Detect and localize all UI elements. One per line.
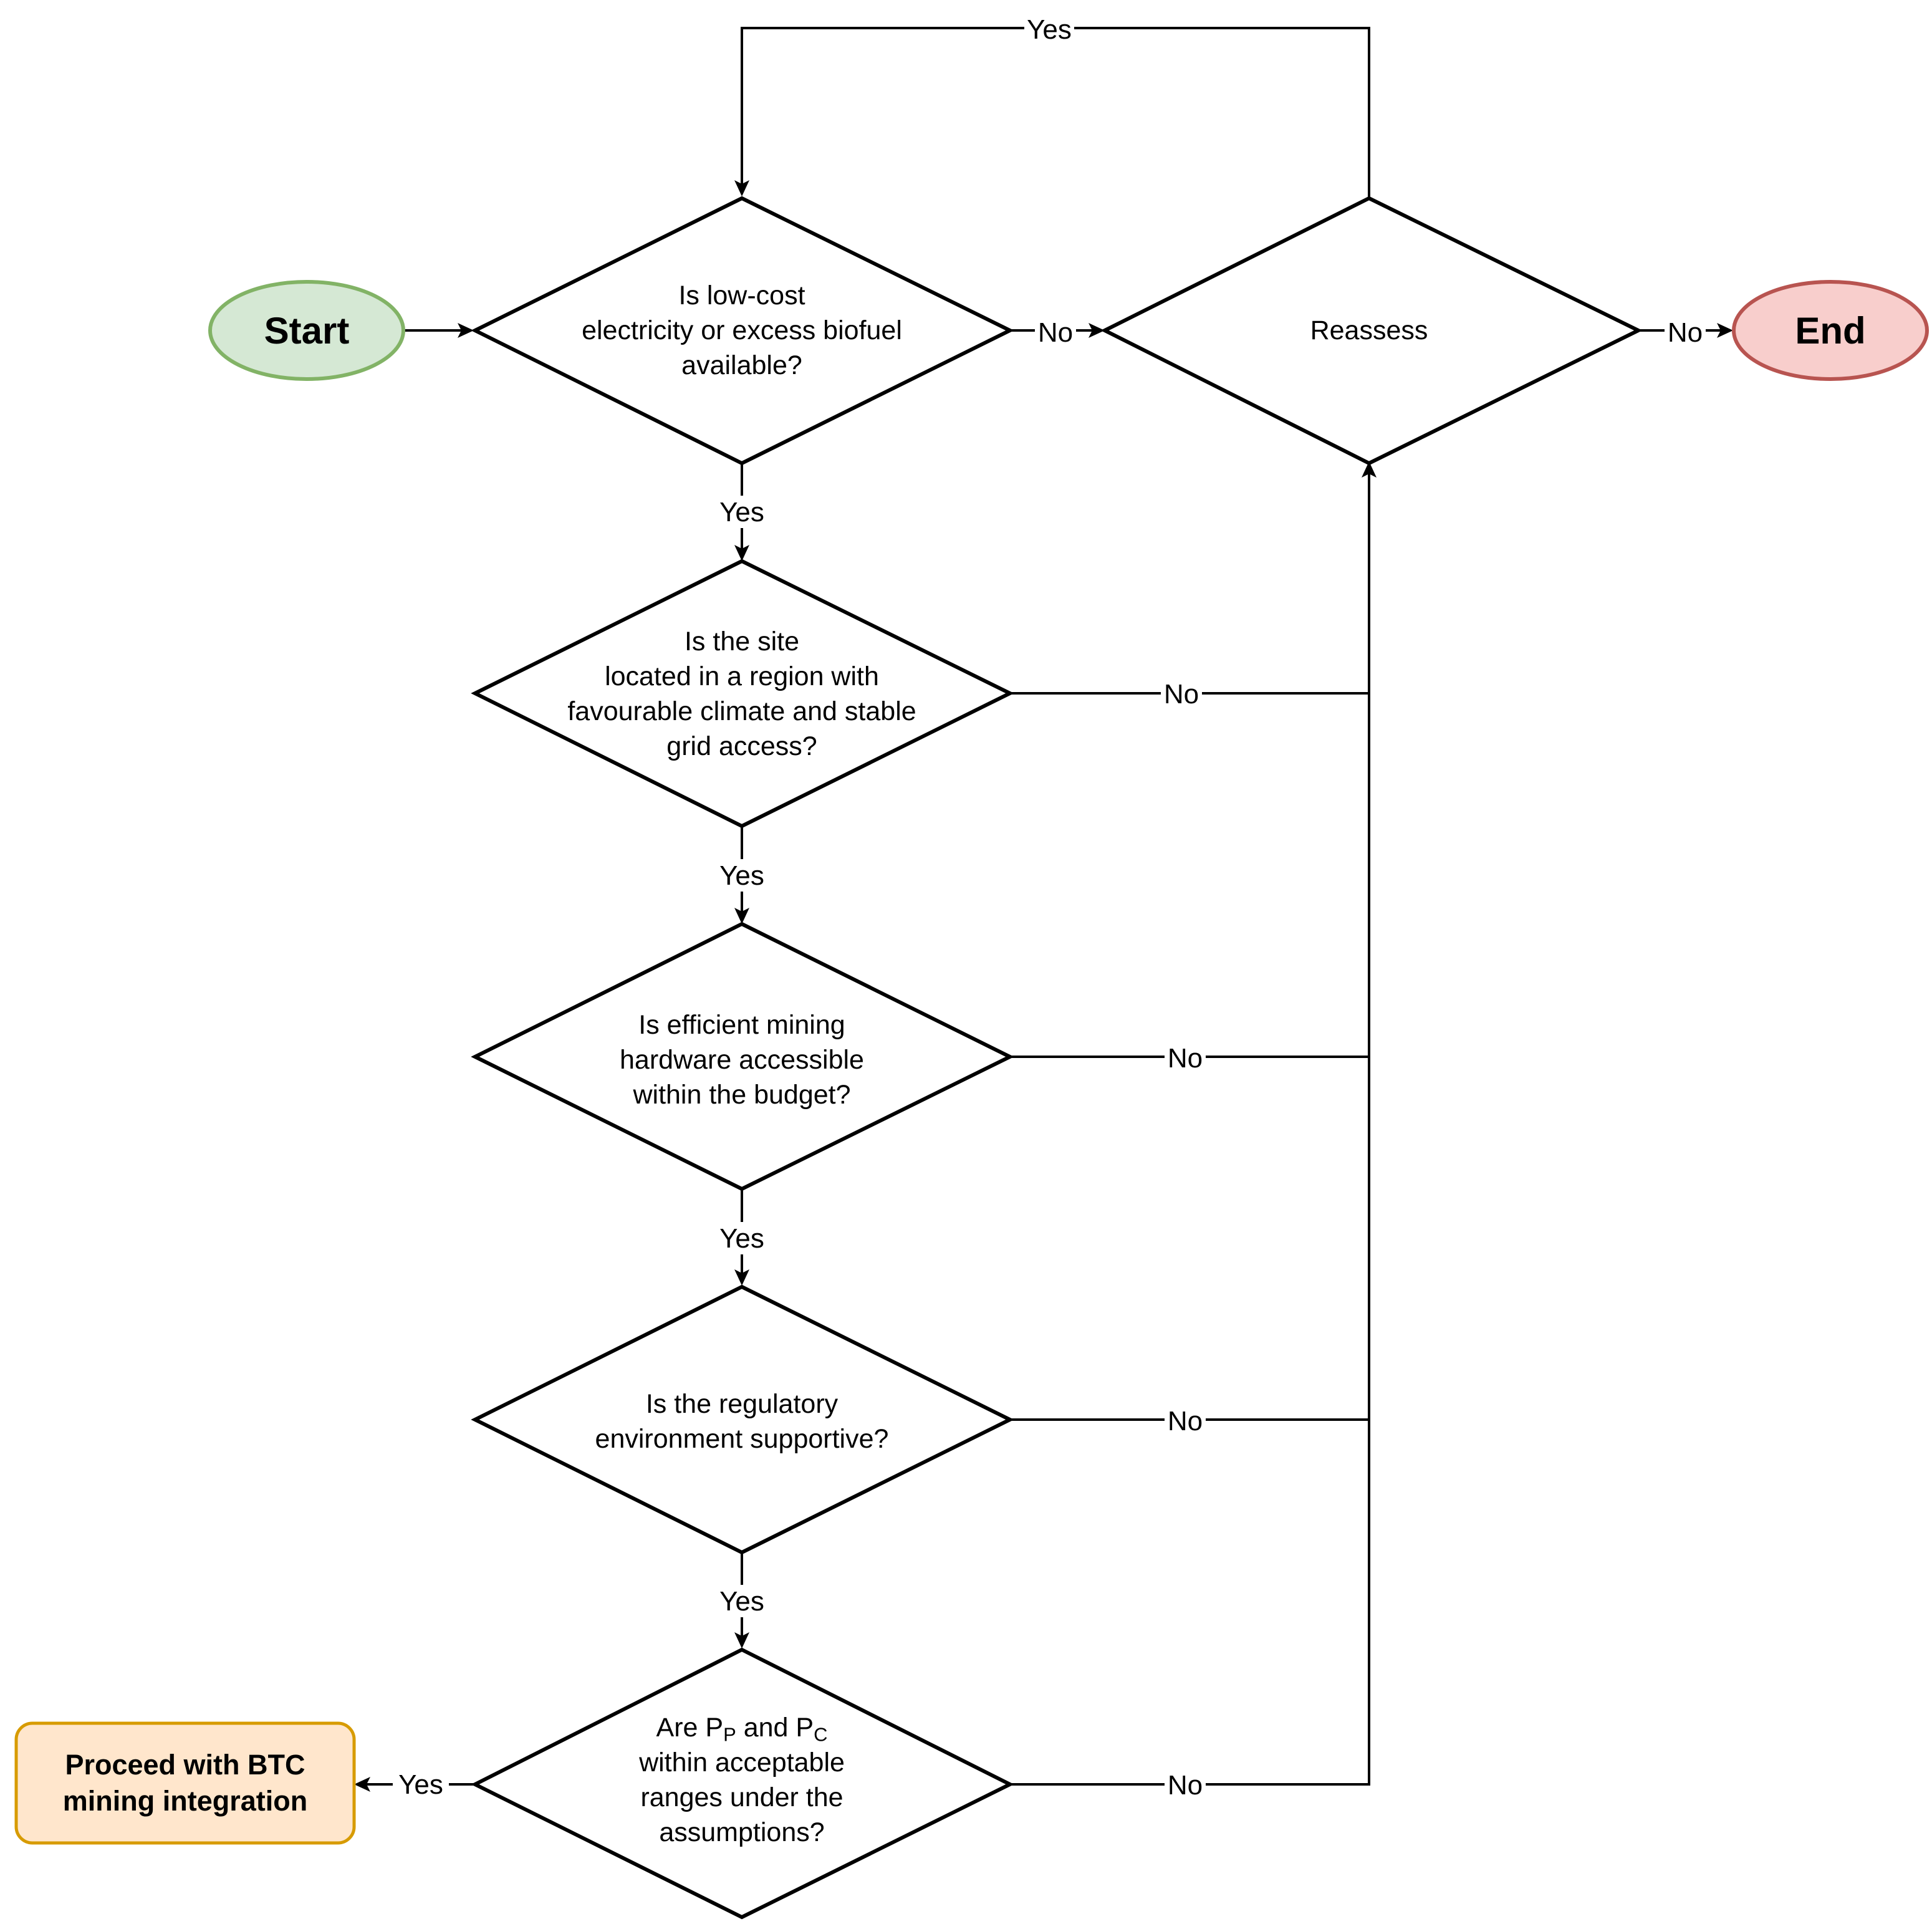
q5-text: Are PP and PC within acceptable ranges u… (549, 1699, 935, 1861)
arrowhead-q2-to-q3 (734, 908, 749, 924)
q5-line-1-sub1: P (723, 1723, 736, 1746)
edge-label-reassess-no: No (1668, 317, 1703, 348)
edge-label-q5-no: No (1168, 1770, 1203, 1801)
edge-reassess-loop-to-q1 (741, 27, 1370, 198)
q2-line-3: favourable climate and stable (567, 696, 916, 726)
edge-label-q4-yes: Yes (719, 1586, 764, 1617)
edge-label-q1-yes: Yes (719, 497, 764, 527)
start-label: Start (264, 309, 350, 352)
proceed-box (14, 1721, 356, 1845)
q2-line-4: grid access? (666, 731, 817, 761)
q2-line-1: Is the site (684, 626, 800, 657)
arrowhead-q5-to-proceed (354, 1777, 370, 1792)
arrowhead-reassess-to-end (1717, 323, 1733, 338)
arrowhead-q3-to-q4 (734, 1269, 749, 1286)
decision-q4 (471, 1284, 1014, 1555)
end-label: End (1795, 309, 1866, 352)
edge-label-q3-no: No (1168, 1043, 1203, 1074)
q3-text: Is efficient mining hardware accessible … (549, 991, 935, 1128)
q3-line-1: Is efficient mining (638, 1010, 845, 1040)
q5-line-2: within acceptable (639, 1748, 845, 1777)
edge-label-q1-no: No (1038, 317, 1073, 348)
arrowhead-q4-to-q5 (734, 1632, 749, 1648)
decision-q3 (471, 921, 1014, 1191)
edge-label-q3-yes: Yes (719, 1223, 764, 1254)
q3-line-2: hardware accessible (620, 1045, 864, 1075)
q1-text: Is low-cost electricity or excess biofue… (549, 262, 935, 399)
q4-line-1: Is the regulatory (645, 1389, 839, 1419)
edge-label-q2-no: No (1164, 679, 1199, 709)
q2-line-2: located in a region with (605, 661, 879, 691)
edge-label-q5-yes: Yes (398, 1769, 443, 1800)
q5-line-4: assumptions? (659, 1817, 825, 1847)
q4-text: Is the regulatory environment supportive… (549, 1372, 935, 1471)
q5-line-3: ranges under the (640, 1782, 843, 1812)
edge-label-q4-no: No (1168, 1406, 1203, 1436)
arrowhead-trunk-to-reassess (1362, 461, 1377, 478)
end-terminal (1732, 280, 1929, 381)
edge-label-q2-yes: Yes (719, 860, 764, 891)
q3-line-3: within the budget? (633, 1080, 851, 1110)
q1-line-2: electricity or excess biofuel (582, 315, 902, 345)
arrowhead-q1-to-q2 (734, 545, 749, 561)
proceed-line-1: Proceed with BTC (65, 1749, 305, 1781)
arrowhead-start-to-q1 (458, 323, 474, 338)
edge-q5-no (1010, 474, 1370, 1786)
arrowhead-loop-to-q1 (734, 180, 749, 196)
decision-q5 (471, 1647, 1014, 1920)
q1-line-1: Is low-cost (678, 281, 805, 310)
q1-line-3: available? (681, 350, 802, 380)
decision-reassess (1100, 196, 1643, 466)
q4-line-2: environment supportive? (595, 1424, 889, 1454)
decision-q1 (471, 196, 1014, 466)
q2-text: Is the site located in a region with fav… (536, 608, 948, 779)
reassess-label: Reassess (1310, 315, 1428, 345)
proceed-label: Proceed with BTC mining integration (16, 1723, 354, 1843)
edge-label-loop-yes: Yes (1027, 14, 1072, 45)
start-terminal (208, 280, 405, 381)
q5-line-1: Are PP and PC (639, 1710, 845, 1745)
decision-q2 (471, 559, 1014, 829)
q5-line-1-middle: and P (736, 1713, 814, 1743)
q5-line-1-sub2: C (814, 1723, 828, 1746)
proceed-line-2: mining integration (62, 1785, 308, 1817)
q5-line-1-prefix: Are P (656, 1713, 724, 1743)
arrowhead-q1-to-reassess (1089, 323, 1105, 338)
